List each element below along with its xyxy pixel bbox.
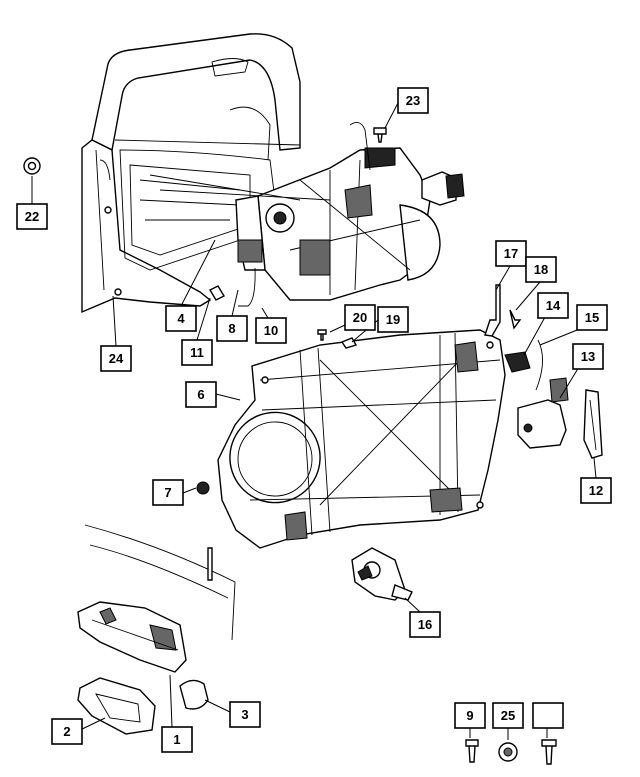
svg-text:24: 24: [109, 351, 124, 366]
svg-text:16: 16: [418, 617, 432, 632]
callout-8: 8: [216, 315, 248, 342]
callout-23: 24: [100, 345, 132, 372]
callout-2: 2: [51, 718, 83, 745]
svg-text:14: 14: [546, 298, 561, 313]
callout-7: 7: [152, 479, 184, 506]
callout-14: 14: [537, 292, 569, 319]
door-frame: [81, 33, 301, 314]
svg-text:4: 4: [177, 311, 185, 326]
small-loose-parts: [23, 127, 557, 765]
svg-text:22: 22: [25, 209, 39, 224]
svg-text:8: 8: [228, 321, 235, 336]
svg-text:23: 23: [406, 93, 420, 108]
svg-text:9: 9: [466, 708, 473, 723]
svg-text:19: 19: [386, 312, 400, 327]
svg-text:17: 17: [504, 246, 518, 261]
svg-text:11: 11: [190, 345, 204, 360]
callout-22: 23: [397, 87, 429, 114]
svg-text:2: 2: [63, 724, 70, 739]
callout-6: 6: [185, 381, 217, 408]
small-parts-right: [504, 309, 603, 459]
callout-19: 19: [377, 306, 409, 333]
svg-text:12: 12: [589, 483, 603, 498]
screw-20: [317, 329, 327, 341]
bolt-22: [373, 127, 387, 143]
callout-18: 18: [525, 256, 557, 283]
nut-7: [196, 481, 210, 495]
callout-21: 22: [16, 203, 48, 230]
svg-text:15: 15: [585, 310, 599, 325]
screw-9: [465, 739, 479, 763]
clip-19: [340, 337, 358, 349]
latch-regulator-assembly: [149, 121, 465, 307]
door-module-panel: [217, 284, 506, 549]
callout-13: 13: [572, 343, 604, 370]
svg-text:3: 3: [241, 707, 248, 722]
clip-11: [209, 285, 225, 301]
callout-10: 10: [255, 317, 287, 344]
callout-20: 20: [344, 304, 376, 331]
screw-25: [541, 739, 557, 765]
svg-text:13: 13: [581, 349, 595, 364]
callout-16: 16: [409, 611, 441, 638]
svg-text:10: 10: [264, 323, 278, 338]
callout-1: 1: [161, 726, 193, 753]
callout-25: [532, 702, 564, 729]
callouts: 22 23 4 11 8 10 24 6 7 20 19 17 18 14 15…: [16, 87, 612, 753]
callout-12: 12: [580, 477, 612, 504]
svg-text:1: 1: [173, 732, 180, 747]
callout-9: 9: [454, 702, 486, 729]
outside-handle-assembly: [77, 524, 236, 735]
svg-text:7: 7: [164, 485, 171, 500]
callout-3: 3: [229, 701, 261, 728]
svg-text:18: 18: [534, 262, 548, 277]
window-motor: [351, 547, 413, 601]
callout-17: 17: [495, 240, 527, 267]
callout-15: 15: [576, 304, 608, 331]
callout-11: 11: [181, 339, 213, 366]
callout-24: 25: [492, 702, 524, 729]
svg-text:6: 6: [197, 387, 204, 402]
svg-text:20: 20: [353, 310, 367, 325]
callout-4: 4: [165, 305, 197, 332]
svg-text:25: 25: [501, 708, 515, 723]
